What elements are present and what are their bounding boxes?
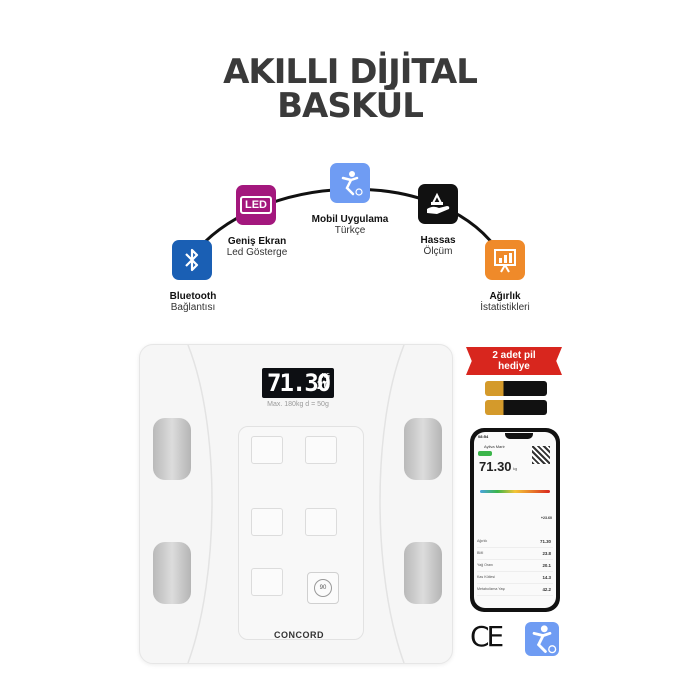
page-title-line-2: BASKÜL (277, 86, 424, 126)
phone-screen: 08:54 Ayliva Marir 71.30 kg +23.60 Ağırl… (474, 432, 556, 608)
lcd-unit: KG (321, 372, 330, 380)
pad (251, 508, 283, 536)
bmi-range-bar (480, 490, 550, 493)
battery-icon (485, 381, 547, 396)
scale-knob: 90 (307, 572, 339, 604)
phone-notch (505, 433, 533, 439)
phone-change-row: +23.60 (540, 516, 552, 520)
lcd-sub-value: 20 (316, 379, 330, 392)
fitness-app-icon (525, 622, 559, 656)
pad (305, 508, 337, 536)
bluetooth-icon (172, 240, 212, 280)
phone-weight: 71.30 (479, 459, 512, 474)
led-icon: LED (236, 185, 276, 225)
phone-weight-unit: kg (513, 466, 518, 471)
chart-board-icon (485, 240, 525, 280)
scale-contour-lines (187, 345, 405, 663)
knob-label: 90 (314, 579, 332, 597)
scale-capacity-text: Max. 180kg d = 50g (267, 401, 329, 408)
scale-lcd-display: 71.30 KG 20 (262, 368, 334, 398)
phone-user: Ayliva Marir (484, 444, 505, 449)
page-title-line-1: AKILLI DİJİTAL (223, 52, 478, 92)
electrode-bottom-left (153, 542, 191, 604)
battery-icon (485, 400, 547, 415)
lcd-weight-value: 71.30 (267, 369, 331, 397)
electrode-top-right (404, 418, 442, 480)
ce-mark: CE (470, 620, 504, 653)
pad (305, 436, 337, 464)
fitness-app-icon (330, 163, 370, 203)
scale-brand: CONCORD (274, 630, 324, 640)
electrode-bottom-right (404, 542, 442, 604)
pad (251, 436, 283, 464)
hand-scale-icon (418, 184, 458, 224)
phone-time: 08:54 (478, 434, 489, 439)
status-badge (478, 451, 492, 456)
electrode-top-left (153, 418, 191, 480)
qr-icon (532, 446, 550, 464)
pad (251, 568, 283, 596)
